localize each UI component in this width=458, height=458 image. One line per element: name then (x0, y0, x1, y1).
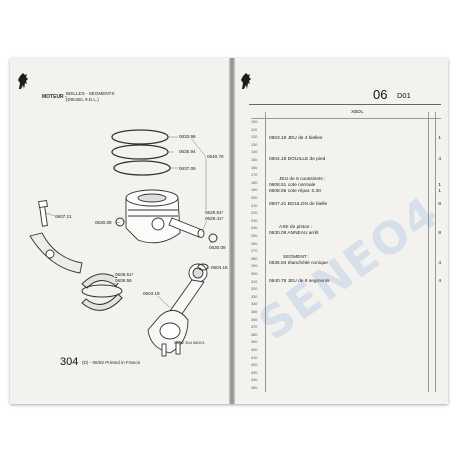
piston-pin (168, 217, 205, 238)
row-number: 120 (251, 135, 258, 140)
row-number: 230 (251, 218, 258, 223)
footer-text: (D) - 06/92 Printed in France (82, 360, 141, 365)
list-item: AXE de piston : (279, 225, 313, 230)
row-number: 180 (251, 180, 258, 185)
callout-0633-96: 0633.96 (178, 134, 197, 139)
callout-0630-08-right: 0630.08 (208, 245, 227, 250)
qty: 1 (438, 183, 441, 188)
row-number: 220 (251, 211, 258, 216)
list-item: 0635.94 étanchéité conique (269, 261, 328, 266)
list-item: JEU de 8 coussinets : (279, 177, 326, 182)
row-number: 290 (251, 264, 258, 269)
list-item: 0607.21 BOULON de bielle (269, 202, 328, 207)
row-number: 130 (251, 142, 258, 147)
row-number: 450 (251, 386, 258, 390)
ring-3 (113, 160, 171, 176)
peugeot-lion-icon (241, 73, 251, 89)
page-gutter (229, 58, 235, 404)
bearing-shells (81, 273, 123, 311)
left-page: MOTEUR - BIELLES - SEGMENTS (DIESEL 9.D.… (10, 58, 229, 404)
callout-0608-51: 0608.51* (114, 272, 135, 277)
callout-0635-94: 0635.94 (178, 149, 197, 154)
list-item: 0608.51 cote normale (269, 183, 316, 188)
callout-0630-08-left: 0630.08 (94, 220, 113, 225)
row-number: 260 (251, 241, 258, 246)
row-number: 330 (251, 294, 258, 299)
list-item: 0640.78 JEU de 8 segments (269, 279, 330, 284)
row-number: 210 (251, 203, 258, 208)
section-code: D01 (397, 91, 411, 100)
row-number: 310 (251, 279, 258, 284)
row-number: 170 (251, 173, 258, 178)
list-item: 0603.19 JEU de 4 bielles (269, 136, 323, 141)
list-item: 0604.18 DOUILLE de pied (269, 157, 326, 162)
row-number: 430 (251, 370, 258, 375)
callout-0629-51: 0629.51* (204, 210, 225, 215)
row-number: 340 (251, 302, 258, 307)
qty: 4 (438, 157, 441, 162)
qty: 4 (438, 261, 441, 266)
list-item: 0608.55 cote répar. 0.30 (269, 189, 322, 194)
small-end-bush (197, 263, 209, 271)
ring-1 (111, 129, 169, 145)
ring-2 (111, 144, 169, 160)
column-title: XBDL (351, 110, 364, 115)
row-number: 140 (251, 150, 258, 155)
row-number: 440 (251, 378, 258, 383)
rod-cap (29, 232, 83, 274)
callout-0603-19: 0603.19 (142, 291, 161, 296)
piston (125, 189, 181, 244)
row-number: 110 (251, 127, 258, 132)
exploded-parts-diagram (29, 129, 218, 357)
row-number: 410 (251, 355, 258, 360)
qty: 1 (438, 189, 441, 194)
catalog-spread: MOTEUR - BIELLES - SEGMENTS (DIESEL 9.D.… (10, 58, 449, 404)
page-title-line1: BIELLES - SEGMENTS (66, 91, 115, 96)
qty: 8 (438, 202, 441, 207)
list-item: SEGMENT : (283, 255, 310, 260)
circlip-right (208, 233, 218, 243)
qty: 4 (438, 279, 441, 284)
row-number: 270 (251, 249, 258, 254)
row-number: 240 (251, 226, 258, 231)
header-rule (249, 104, 441, 105)
row-number: 250 (251, 234, 258, 238)
row-number: 280 (251, 256, 258, 261)
row-number: 190 (251, 188, 258, 193)
row-number: 380 (251, 332, 258, 337)
parts-list: 100 110 120 130 140 150 160 170 180 190 200 210 220 2… (251, 112, 441, 392)
peugeot-lion-icon (18, 73, 28, 89)
doc-code: 04/92 304 06D01 (174, 340, 205, 345)
list-item: 0630.08 ANNEAU arrêt (269, 231, 319, 236)
page-title-line2: (DIESEL 9.D.L.) (66, 97, 99, 102)
callout-0608-55: 0608.55 (114, 278, 133, 283)
row-number: 150 (251, 158, 258, 162)
callout-0607-21: 0607.21 (54, 214, 73, 219)
qty: 1 (438, 136, 441, 141)
rod-bolt (38, 199, 48, 227)
row-number: 350 (251, 310, 258, 314)
footer-page-number: 304 (60, 356, 79, 368)
section-number: 06 (373, 87, 388, 102)
row-number: 370 (251, 325, 258, 330)
row-number: 160 (251, 165, 258, 170)
callout-0604-18: 0604.18 (210, 265, 229, 270)
row-number: 420 (251, 363, 258, 368)
qty: 8 (438, 231, 441, 236)
row-number: 400 (251, 348, 258, 352)
circlip-left (115, 217, 125, 227)
callout-0629-41: 0629.41* (204, 216, 225, 221)
connecting-rod (147, 263, 208, 357)
section-label: MOTEUR - (42, 94, 67, 100)
row-number: 320 (251, 287, 258, 292)
row-number: 200 (251, 196, 258, 200)
callout-0637-09: 0637.09 (178, 166, 197, 171)
row-number: 390 (251, 340, 258, 345)
callout-0640-78: 0640.78 (206, 154, 225, 159)
row-number: 300 (251, 272, 258, 276)
row-number: 360 (251, 317, 258, 322)
row-number: 100 (251, 120, 258, 124)
